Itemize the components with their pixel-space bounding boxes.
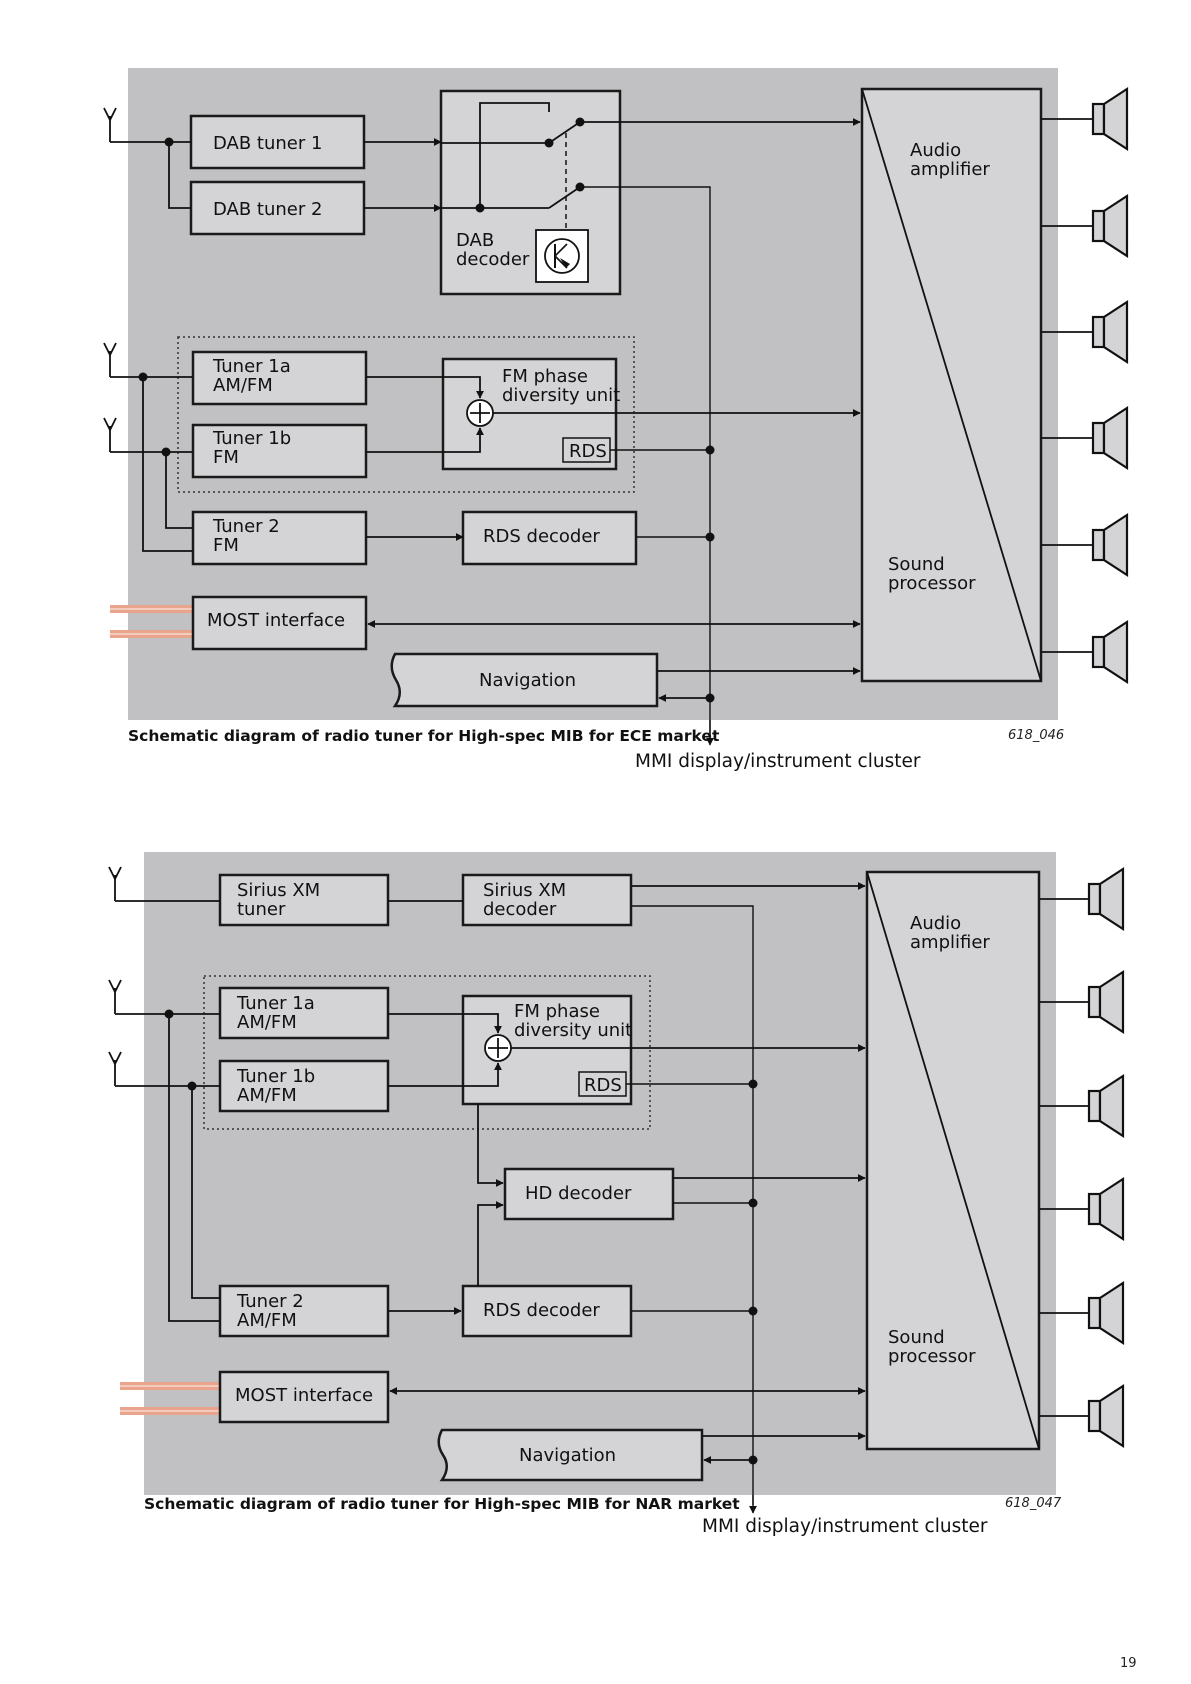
dab-tuner-1-label: DAB tuner 1 [213, 133, 322, 154]
most-interface-box [191, 595, 368, 651]
tuner-1a-label-2: AM/FM [213, 375, 273, 396]
tuner-2-label-1: Tuner 2 [236, 1291, 304, 1312]
rds-label: RDS [569, 441, 607, 462]
tuner-1a-label-1: Tuner 1a [212, 356, 291, 377]
dab-decoder-label-2: decoder [456, 249, 530, 270]
sirius-tuner-label-1: Sirius XM [237, 880, 320, 901]
tuner-2-box [218, 1284, 390, 1338]
page-number: 19 [1120, 1656, 1137, 1671]
rds-label: RDS [584, 1075, 622, 1096]
tuner-1b-label-2: AM/FM [237, 1085, 297, 1106]
diagram-ece: DAB tuner 1 DAB tuner 2 DAB decoder Tune… [103, 68, 1129, 772]
most-cable-icon [120, 1382, 220, 1415]
tuner-1a-box [191, 350, 368, 406]
navigation-box [437, 1428, 704, 1482]
adder-icon [466, 399, 494, 427]
audio-amplifier-label-1: Audio [910, 913, 961, 934]
diagram-ece-ref-code: 618_046 [1008, 728, 1064, 743]
connection-lines [110, 102, 861, 746]
most-cable-icon [110, 605, 194, 638]
diagram-nar-ref-code: 618_047 [1005, 1496, 1062, 1511]
fm-phase-label-1: FM phase [502, 366, 588, 387]
navigation-box [390, 652, 659, 708]
rds-decoder-box [461, 1284, 633, 1338]
navigation-label: Navigation [519, 1445, 616, 1466]
hd-decoder-label: HD decoder [525, 1183, 632, 1204]
navigation-label: Navigation [479, 670, 576, 691]
rds-decoder-label: RDS decoder [483, 526, 600, 547]
sirius-decoder-label-2: decoder [483, 899, 557, 920]
antenna-icon [108, 866, 122, 1087]
fm-phase-label-2: diversity unit [502, 385, 620, 406]
rds-decoder-label: RDS decoder [483, 1300, 600, 1321]
sirius-xm-tuner-box [218, 873, 390, 927]
tuner-group-outline [203, 975, 651, 1130]
antenna-icon [103, 107, 117, 453]
tuner-1b-label-2: FM [213, 447, 239, 468]
adder-icon [484, 1034, 512, 1062]
sound-processor-label-1: Sound [888, 1327, 945, 1348]
most-interface-label: MOST interface [207, 610, 345, 631]
tuner-2-label-2: FM [213, 535, 239, 556]
dab-decoder-label-1: DAB [456, 230, 494, 251]
diagram-nar-caption: Schematic diagram of radio tuner for Hig… [144, 1495, 740, 1513]
sirius-decoder-label-1: Sirius XM [483, 880, 566, 901]
tuner-1a-label-1: Tuner 1a [236, 993, 315, 1014]
fm-phase-label-2: diversity unit [514, 1020, 632, 1041]
dab-tuner-1-box [189, 114, 366, 170]
rds-box [562, 437, 611, 463]
tuner-1a-label-2: AM/FM [237, 1012, 297, 1033]
hd-decoder-box [503, 1167, 675, 1221]
diagram-ece-caption: Schematic diagram of radio tuner for Hig… [128, 727, 720, 745]
junction-dots [164, 1009, 758, 1465]
most-interface-box [218, 1370, 390, 1424]
dab-tuner-2-box [189, 180, 366, 236]
rds-decoder-box [461, 510, 638, 566]
tuner-1a-box [218, 986, 390, 1040]
dab-tuner-2-label: DAB tuner 2 [213, 199, 322, 220]
sound-processor-label-2: processor [888, 1346, 976, 1367]
speaker-icon [1039, 867, 1125, 1448]
fm-phase-label-1: FM phase [514, 1001, 600, 1022]
audio-amplifier-label-2: amplifier [910, 932, 990, 953]
junction-dots [138, 117, 715, 703]
dab-decoder-box [439, 89, 622, 296]
sirius-xm-decoder-box [461, 873, 633, 927]
tuner-1b-box [191, 423, 368, 479]
tuner-2-label-1: Tuner 2 [212, 516, 280, 537]
audio-amplifier-label-2: amplifier [910, 159, 990, 180]
tuner-1b-label-1: Tuner 1b [212, 428, 291, 449]
audio-amplifier-label-1: Audio [910, 140, 961, 161]
most-interface-label: MOST interface [235, 1385, 373, 1406]
diagram-ece-output-label: MMI display/instrument cluster [635, 751, 921, 772]
tuner-2-label-2: AM/FM [237, 1310, 297, 1331]
sirius-tuner-label-2: tuner [237, 899, 286, 920]
sound-processor-label-2: processor [888, 573, 976, 594]
diagram-nar-output-label: MMI display/instrument cluster [702, 1516, 988, 1537]
sound-processor-label-1: Sound [888, 554, 945, 575]
tuner-1b-label-1: Tuner 1b [236, 1066, 315, 1087]
transistor-icon [535, 229, 589, 283]
speaker-icon [1041, 87, 1129, 684]
tuner-2-box [191, 510, 368, 566]
diagram-nar: Sirius XM tuner Sirius XM decoder Tuner … [108, 852, 1125, 1537]
